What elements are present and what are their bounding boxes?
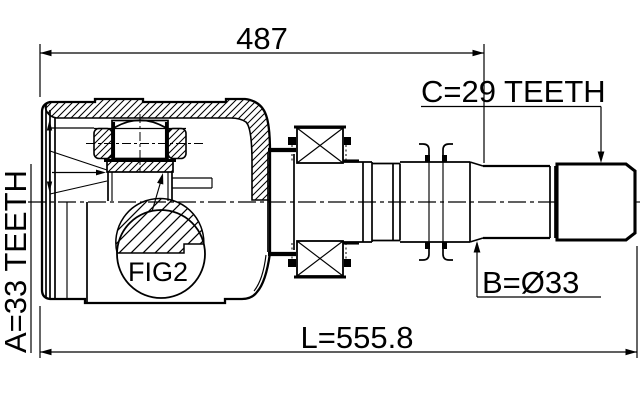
snap-ring xyxy=(419,143,453,261)
fig2-hatched-detail xyxy=(115,197,205,254)
fig2-label: FIG2 xyxy=(128,257,188,287)
label-b-diameter: B=Ø33 xyxy=(473,241,601,300)
label-teeth-a: A=33 TEETH xyxy=(0,164,33,353)
center-support-bearing xyxy=(294,125,359,279)
dim-l-text: L=555.8 xyxy=(301,320,414,355)
dimension-487: 487 xyxy=(39,21,485,163)
teeth-c-text: C=29 TEETH xyxy=(421,74,606,109)
fig2-leader-arrow xyxy=(157,173,164,185)
boot-flange-curve xyxy=(253,254,267,292)
teeth-a-text: A=33 TEETH xyxy=(0,170,33,353)
spider-shaft-section xyxy=(106,160,174,173)
spline-end-section xyxy=(555,162,637,242)
dim-487-text: 487 xyxy=(236,21,288,56)
spline-pointer-arrow xyxy=(96,169,106,176)
label-teeth-c: C=29 TEETH xyxy=(421,74,606,163)
fig2-detail-balloon: FIG2 xyxy=(115,173,206,299)
dimension-L: L=555.8 xyxy=(39,246,638,358)
drive-shaft xyxy=(343,143,637,261)
tripod-roller-assembly xyxy=(86,114,213,201)
dim-b-text: B=Ø33 xyxy=(482,265,579,300)
housing-cup xyxy=(40,97,272,305)
boot-land-shoulder xyxy=(267,137,296,267)
